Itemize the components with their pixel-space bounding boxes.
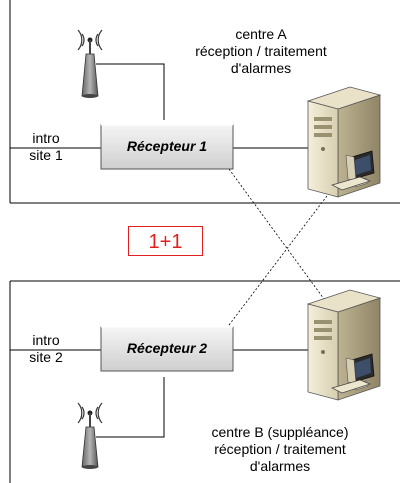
receiver-1-box xyxy=(100,124,234,170)
centre-a-label: centre A réception / traitement d'alarme… xyxy=(186,26,336,77)
receiver-2-label: Récepteur 2 xyxy=(126,340,208,356)
receiver-2-box xyxy=(100,326,234,372)
receiver-1-label: Récepteur 1 xyxy=(126,138,208,154)
centre-b-frame xyxy=(9,280,400,483)
centre-b-title: centre B (suppléance) xyxy=(211,424,349,440)
centre-b-subtitle-2: d'alarmes xyxy=(249,458,311,474)
centre-a-subtitle-2: d'alarmes xyxy=(230,60,292,76)
centre-b-subtitle: réception / traitement xyxy=(214,441,346,457)
redundancy-badge: 1+1 xyxy=(128,226,203,256)
server-workstation-icon xyxy=(306,289,382,401)
centre-a-title: centre A xyxy=(235,26,287,42)
site-2-intro-line2: site 2 xyxy=(29,349,63,365)
centre-b-label: centre B (suppléance) réception / traite… xyxy=(190,424,370,475)
site-1-intro-label: intro site 1 xyxy=(26,130,66,164)
backup-links xyxy=(228,168,337,326)
centre-a-subtitle: réception / traitement xyxy=(195,43,327,59)
site-1-intro-line2: site 1 xyxy=(29,147,63,163)
site-2-intro-line1: intro xyxy=(32,332,60,348)
site-2-intro-label: intro site 2 xyxy=(26,332,66,366)
site-1-intro-line1: intro xyxy=(32,130,60,146)
radio-antenna-icon xyxy=(77,29,103,98)
radio-antenna-icon xyxy=(77,402,103,469)
server-workstation-icon xyxy=(306,86,382,198)
connections xyxy=(10,63,308,438)
centre-a-frame xyxy=(9,0,400,204)
